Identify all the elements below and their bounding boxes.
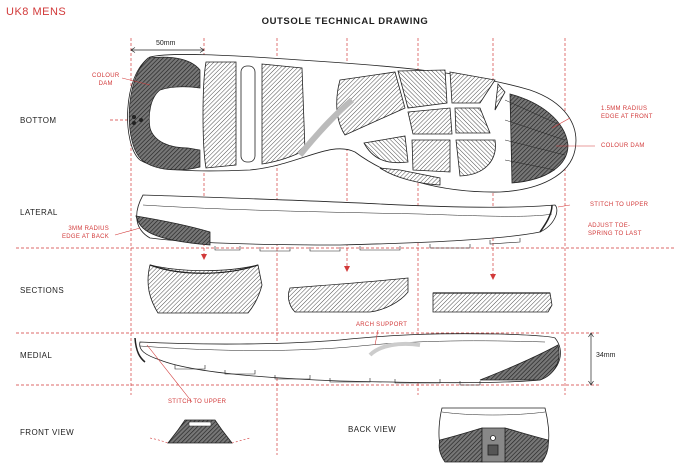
dimension-height-label: 34mm [596,352,616,359]
row-label-lateral: LATERAL [20,208,58,217]
note-stitch-to-upper-front: STITCH TO UPPER [168,399,227,405]
dimension-34mm [588,332,594,386]
back-view [438,407,550,463]
dimension-50mm [130,47,205,53]
note-arch-support: ARCH SUPPORT [356,322,408,328]
note-radius-front: 1.5MM RADIUS EDGE AT FRONT [601,106,653,120]
size-label: UK8 MENS [6,6,67,18]
row-label-back-view: BACK VIEW [348,425,397,434]
note-colour-dam-toe: COLOUR DAM [601,143,645,149]
row-label-sections: SECTIONS [20,286,65,295]
drawing-title: OUTSOLE TECHNICAL DRAWING [261,16,429,27]
note-colour-dam-heel: COLOUR DAM [92,73,120,87]
sections-view [147,264,553,314]
section-arrows [201,254,496,280]
leader-lines [114,77,595,403]
dimension-width-label: 50mm [156,40,176,47]
row-label-medial: MEDIAL [20,351,53,360]
note-stitch-to-upper: STITCH TO UPPER [590,202,649,208]
medial-view [134,333,561,386]
note-radius-back: 3MM RADIUS EDGE AT BACK [62,226,110,240]
row-label-front-view: FRONT VIEW [20,428,75,437]
lateral-view [135,194,558,252]
front-view [149,419,251,444]
bottom-view [127,54,577,193]
note-adjust-toe-spring: ADJUST TOE- SPRING TO LAST [588,223,642,237]
row-label-bottom: BOTTOM [20,116,57,125]
